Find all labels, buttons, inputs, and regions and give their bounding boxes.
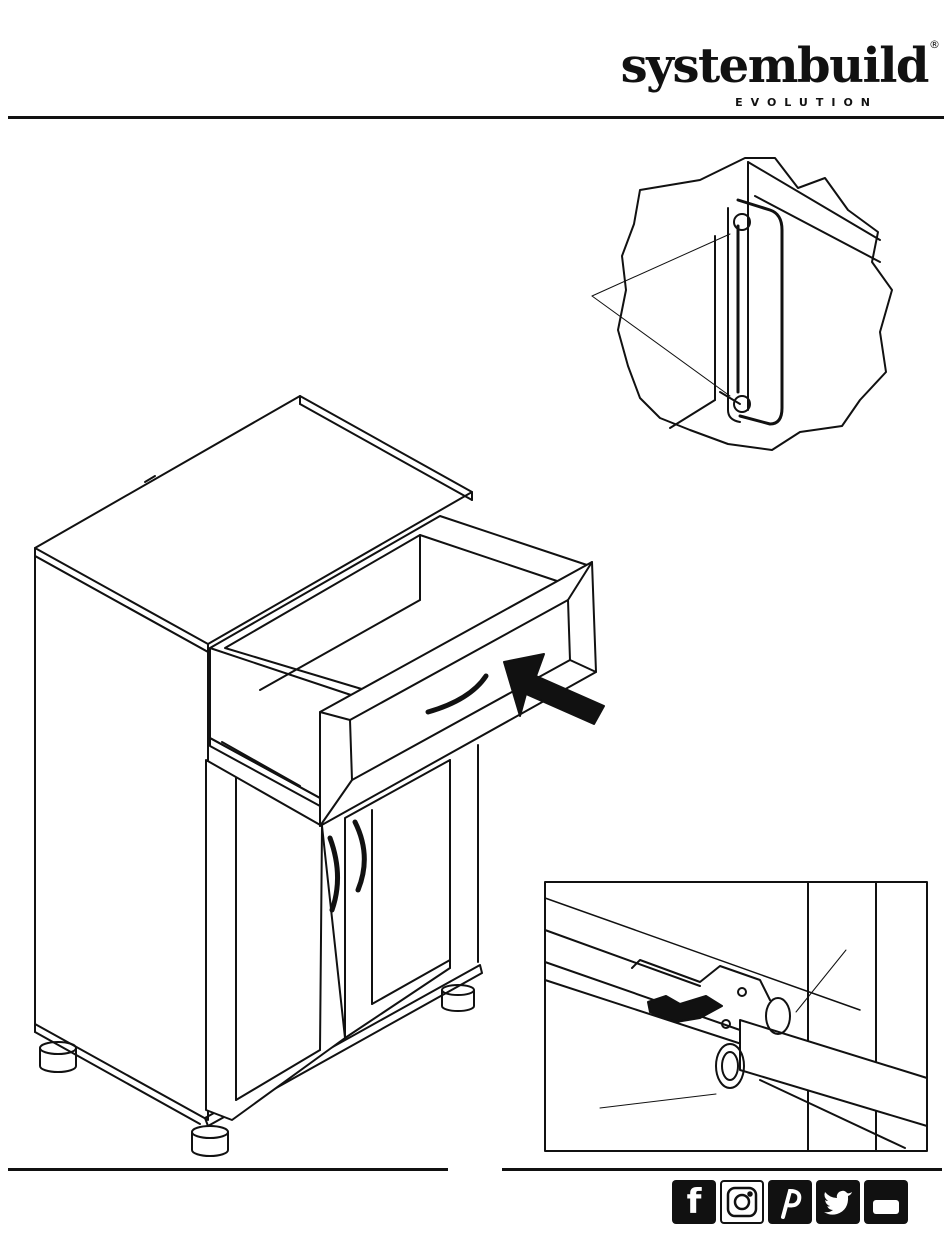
youtube-icon[interactable]: [864, 1180, 908, 1224]
social-icons: f: [672, 1180, 908, 1224]
facebook-icon[interactable]: f: [672, 1180, 716, 1224]
instagram-icon[interactable]: [720, 1180, 764, 1224]
slide-detail: [545, 882, 927, 1151]
twitter-icon[interactable]: [816, 1180, 860, 1224]
cabinet-drawing: [35, 396, 604, 1156]
pinterest-icon[interactable]: [768, 1180, 812, 1224]
handle-detail: [592, 158, 892, 450]
